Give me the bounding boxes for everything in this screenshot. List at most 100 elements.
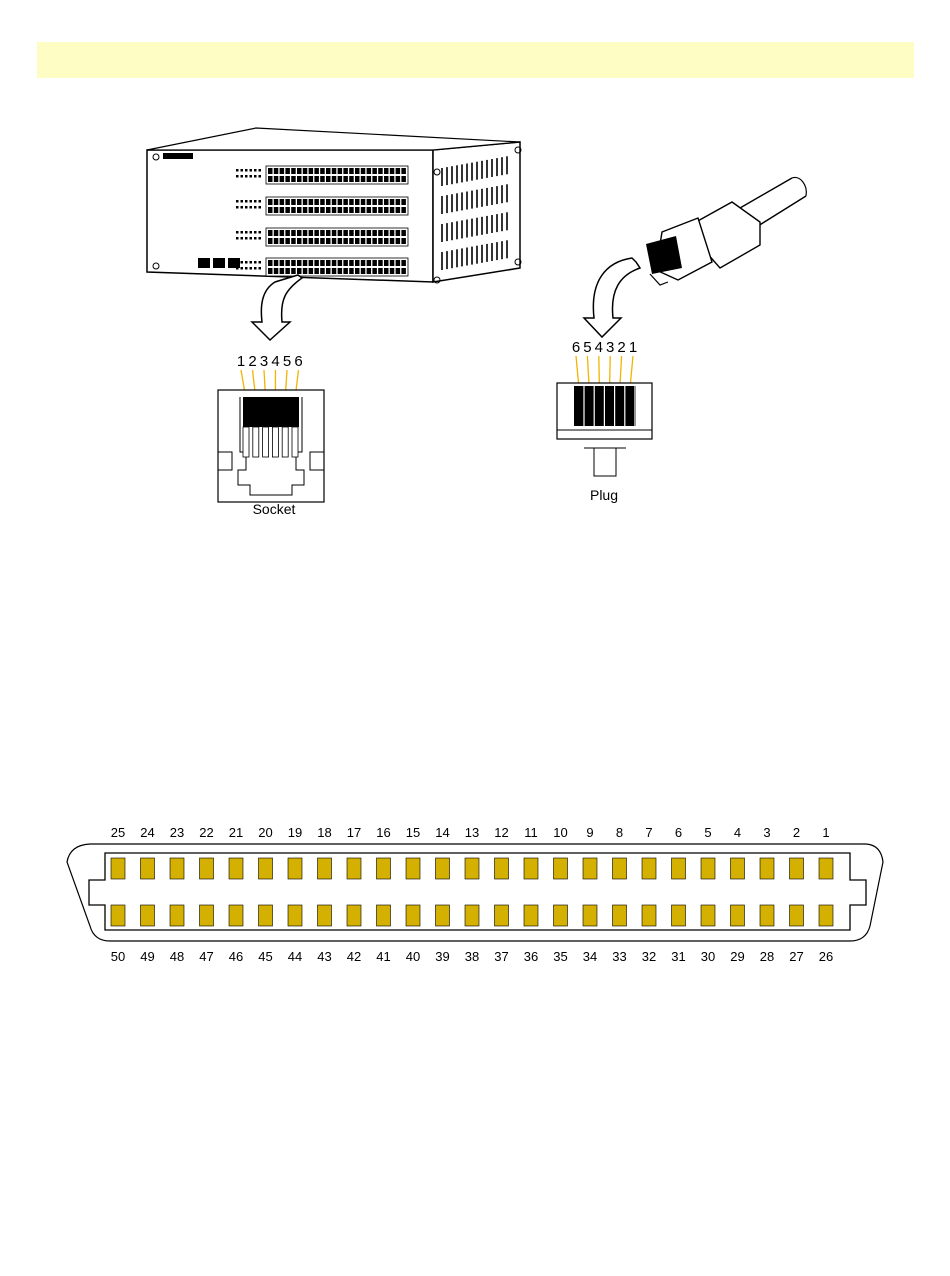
bottom-pin-contact [347, 905, 361, 926]
socket-pin-label: 6 [294, 353, 302, 370]
top-pin-label: 8 [616, 825, 623, 840]
top-pin-label: 22 [199, 825, 213, 840]
bottom-pin-label: 28 [760, 949, 774, 964]
socket-contact-slot [263, 427, 269, 457]
top-pin-contact [495, 858, 509, 879]
bottom-pin-contact [288, 905, 302, 926]
bottom-pin-contact [318, 905, 332, 926]
top-pin-contact [288, 858, 302, 879]
bottom-pin-contact [760, 905, 774, 926]
socket-pin-label: 5 [283, 353, 291, 370]
bottom-pin-contact [406, 905, 420, 926]
bottom-pin-label: 32 [642, 949, 656, 964]
top-pin-contact [760, 858, 774, 879]
top-pin-contact [819, 858, 833, 879]
plug-pin-label: 5 [583, 339, 591, 356]
bottom-pin-contact [495, 905, 509, 926]
bottom-pin-label: 35 [553, 949, 567, 964]
socket-contact-slot [253, 427, 259, 457]
bottom-pin-label: 48 [170, 949, 184, 964]
top-pin-contact [701, 858, 715, 879]
bottom-pin-contact [141, 905, 155, 926]
plug-cable-illustration [646, 177, 806, 285]
top-pin-label: 15 [406, 825, 420, 840]
bottom-pin-label: 43 [317, 949, 331, 964]
top-pin-label: 1 [822, 825, 829, 840]
bottom-pin-contact [701, 905, 715, 926]
top-pin-label: 18 [317, 825, 331, 840]
socket-contact-slot [282, 427, 288, 457]
top-pin-contact [200, 858, 214, 879]
top-pin-label: 17 [347, 825, 361, 840]
socket-arrow [252, 275, 302, 340]
socket-caption: Socket [253, 501, 296, 517]
top-pin-contact [436, 858, 450, 879]
bottom-pin-label: 37 [494, 949, 508, 964]
top-pin-contact [141, 858, 155, 879]
top-pin-contact [259, 858, 273, 879]
bottom-pin-label: 46 [229, 949, 243, 964]
top-pin-contact [318, 858, 332, 879]
bottom-pin-contact [200, 905, 214, 926]
plug-pin-label: 6 [572, 339, 580, 356]
bottom-pin-label: 27 [789, 949, 803, 964]
bottom-pin-contact [672, 905, 686, 926]
bottom-pin-label: 50 [111, 949, 125, 964]
socket-contact-slot [243, 427, 249, 457]
bottom-pin-contact [436, 905, 450, 926]
top-pin-label: 20 [258, 825, 272, 840]
socket-pin-label: 1 [237, 353, 245, 370]
top-pin-contact [377, 858, 391, 879]
top-pin-label: 12 [494, 825, 508, 840]
bottom-pin-contact [642, 905, 656, 926]
bottom-pin-contact [229, 905, 243, 926]
top-pin-label: 2 [793, 825, 800, 840]
top-pin-contact [524, 858, 538, 879]
bottom-pin-contact [554, 905, 568, 926]
socket-contact-slot [292, 427, 298, 457]
bottom-pin-contact [819, 905, 833, 926]
bottom-pin-label: 33 [612, 949, 626, 964]
top-pin-label: 4 [734, 825, 741, 840]
bottom-pin-label: 38 [465, 949, 479, 964]
top-pin-contact [672, 858, 686, 879]
top-pin-contact [731, 858, 745, 879]
top-pin-contact [111, 858, 125, 879]
top-pin-label: 21 [229, 825, 243, 840]
top-pin-label: 7 [645, 825, 652, 840]
top-pin-contact [583, 858, 597, 879]
plug-pin-label: 3 [606, 339, 614, 356]
bottom-pin-contact [613, 905, 627, 926]
top-pin-label: 23 [170, 825, 184, 840]
top-pin-contact [406, 858, 420, 879]
top-pin-contact [613, 858, 627, 879]
bottom-pin-label: 30 [701, 949, 715, 964]
top-pin-label: 6 [675, 825, 682, 840]
bottom-pin-contact [259, 905, 273, 926]
plug-diagram: 654321 Plug [557, 339, 652, 503]
top-pin-label: 16 [376, 825, 390, 840]
bottom-pin-label: 42 [347, 949, 361, 964]
chassis-illustration [147, 128, 521, 283]
top-pin-contact [790, 858, 804, 879]
top-pin-contact [170, 858, 184, 879]
bottom-pin-contact [790, 905, 804, 926]
bottom-pin-contact [170, 905, 184, 926]
socket-contact-slot [272, 427, 278, 457]
top-pin-label: 5 [704, 825, 711, 840]
bottom-pin-label: 39 [435, 949, 449, 964]
bottom-pin-label: 31 [671, 949, 685, 964]
bottom-pin-label: 49 [140, 949, 154, 964]
socket-pin-label: 4 [271, 353, 279, 370]
bottom-pin-contact [731, 905, 745, 926]
bottom-pin-label: 45 [258, 949, 272, 964]
top-pin-contact [347, 858, 361, 879]
top-pin-contact [554, 858, 568, 879]
top-pin-label: 25 [111, 825, 125, 840]
top-pin-contact [229, 858, 243, 879]
